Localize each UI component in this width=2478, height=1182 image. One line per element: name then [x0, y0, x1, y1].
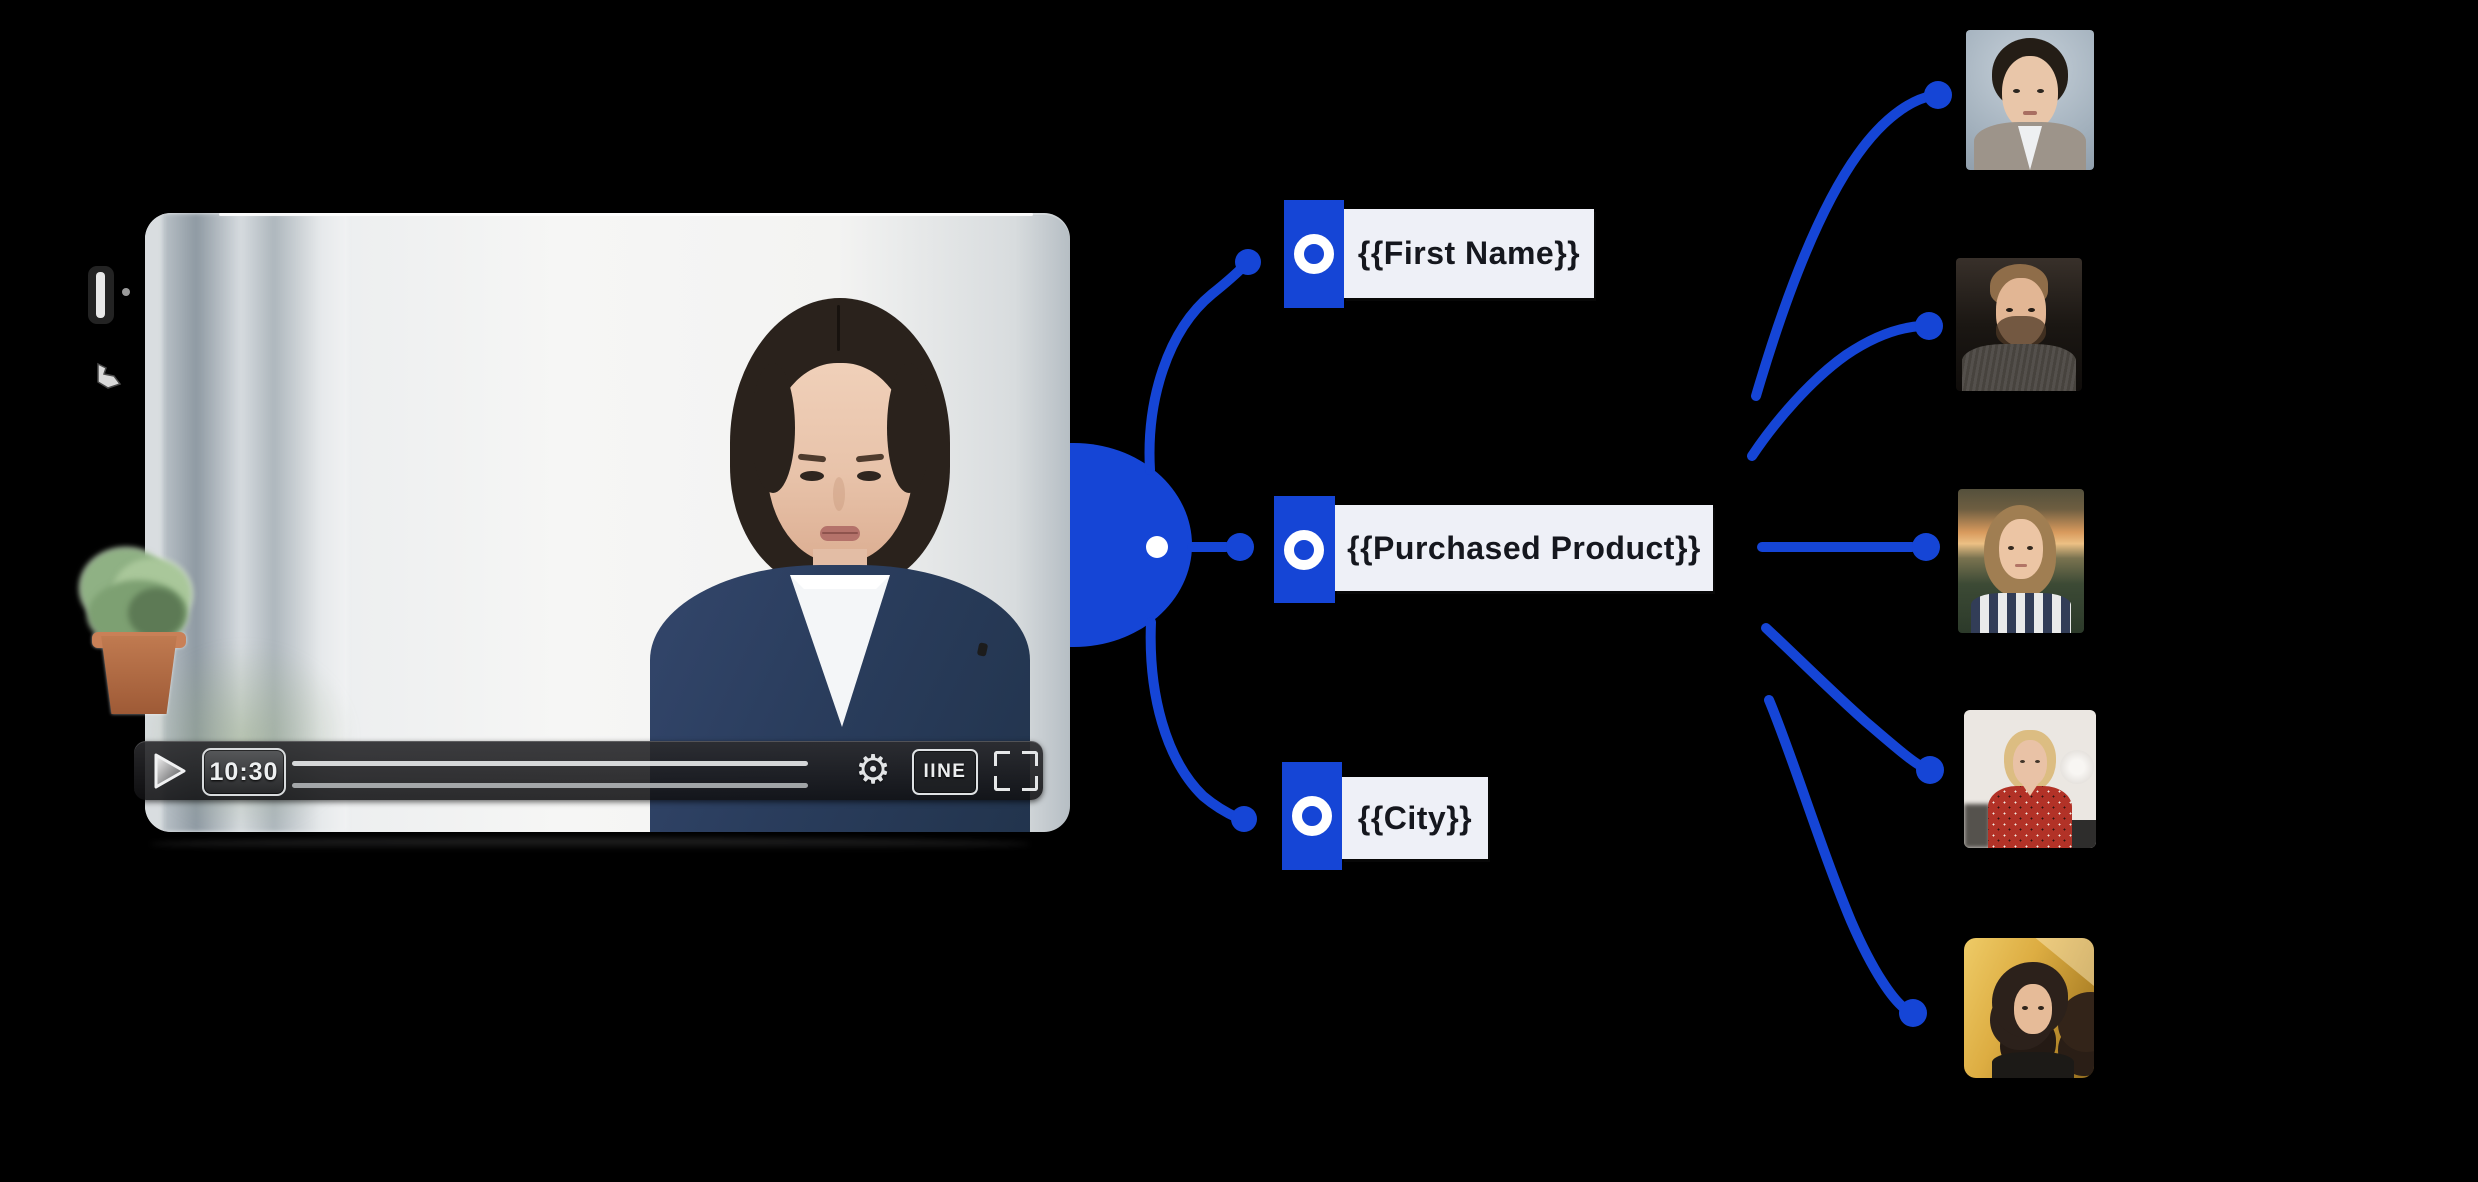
wire-fanout-1	[1751, 91, 1936, 401]
portrait-background-detail	[1964, 804, 1990, 848]
dot-artifact	[122, 288, 130, 296]
wire-fanout-2	[1747, 321, 1926, 461]
presenter-collar	[790, 575, 890, 589]
timestamp-text: 10:30	[209, 757, 279, 786]
portrait-body	[1962, 344, 2076, 391]
wire-hub-to-city	[1145, 617, 1243, 823]
portrait-beard	[1996, 316, 2046, 348]
variable-label-first-name[interactable]: {{First Name}}	[1344, 209, 1594, 298]
frame-highlight	[219, 213, 1033, 216]
portrait-body	[1971, 593, 2071, 633]
wire-fanout-5	[1764, 695, 1909, 1013]
presenter-hair-part	[837, 305, 840, 351]
wire-endpoint	[1916, 756, 1944, 784]
presenter-lips	[820, 526, 860, 541]
connector-ring-icon	[1294, 234, 1334, 274]
variable-chip-first-name[interactable]	[1284, 200, 1344, 308]
plant-pot	[101, 636, 177, 714]
wire-endpoint	[1231, 806, 1257, 832]
presenter-eye	[800, 471, 824, 481]
play-button[interactable]	[152, 751, 188, 791]
portrait-face	[1999, 519, 2043, 579]
progress-line-bottom	[292, 783, 808, 788]
wire-endpoint	[1226, 533, 1254, 561]
recipient-photo-5[interactable]	[1964, 938, 2094, 1078]
portrait-body	[1988, 786, 2072, 848]
wire-hub-to-first-name	[1144, 261, 1249, 475]
connector-ring-icon	[1284, 530, 1324, 570]
player-shadow	[150, 838, 1030, 850]
recipient-photo-1[interactable]	[1966, 30, 2094, 170]
portrait-background-detail	[2060, 750, 2094, 784]
recipient-photo-4[interactable]	[1964, 710, 2096, 848]
variable-label-purchased-product[interactable]: {{Purchased Product}}	[1335, 505, 1713, 591]
slider-artifact	[88, 266, 114, 324]
recipient-photo-3[interactable]	[1958, 489, 2084, 633]
variable-chip-purchased-product[interactable]	[1274, 496, 1335, 603]
cursor-artifact	[97, 362, 122, 389]
branch-hub-node[interactable]	[1070, 443, 1192, 647]
portrait-body	[1992, 1052, 2074, 1078]
quality-badge[interactable]: IINE	[912, 749, 978, 795]
wire-endpoint	[1912, 533, 1940, 561]
portrait-face	[2002, 56, 2058, 130]
variable-chip-city[interactable]	[1282, 762, 1342, 870]
portrait-face	[2014, 984, 2052, 1034]
variable-text: {{Purchased Product}}	[1347, 529, 1701, 566]
recipient-photo-2[interactable]	[1956, 258, 2082, 391]
progress-line-top	[292, 761, 808, 766]
presenter-eye	[857, 471, 881, 481]
variable-text: {{City}}	[1357, 799, 1473, 836]
wire-fanout-4	[1761, 623, 1926, 771]
presenter-hair-side	[887, 363, 931, 493]
wire-endpoint	[1235, 249, 1261, 275]
portrait-face	[2013, 740, 2047, 786]
wire-endpoint	[1915, 312, 1943, 340]
presenter-hair-side	[751, 363, 795, 493]
hub-half-circle	[1070, 443, 1192, 647]
settings-gear-icon[interactable]: ⚙	[855, 747, 891, 793]
quality-badge-text: IINE	[923, 761, 967, 782]
hub-center-dot	[1146, 536, 1168, 558]
connector-ring-icon	[1292, 796, 1332, 836]
potted-plant	[80, 548, 202, 716]
variable-text: {{First Name}}	[1357, 235, 1581, 271]
seek-bar[interactable]	[290, 756, 810, 792]
portrait-background-detail	[2068, 820, 2096, 848]
variable-label-city[interactable]: {{City}}	[1342, 777, 1488, 859]
wire-endpoint	[1899, 999, 1927, 1027]
wire-endpoint	[1924, 81, 1952, 109]
presenter-nose	[833, 477, 845, 511]
window-greenery-glow	[145, 643, 355, 832]
fullscreen-icon[interactable]	[994, 751, 1038, 791]
video-player[interactable]	[145, 213, 1070, 832]
timestamp-badge: 10:30	[202, 748, 286, 796]
